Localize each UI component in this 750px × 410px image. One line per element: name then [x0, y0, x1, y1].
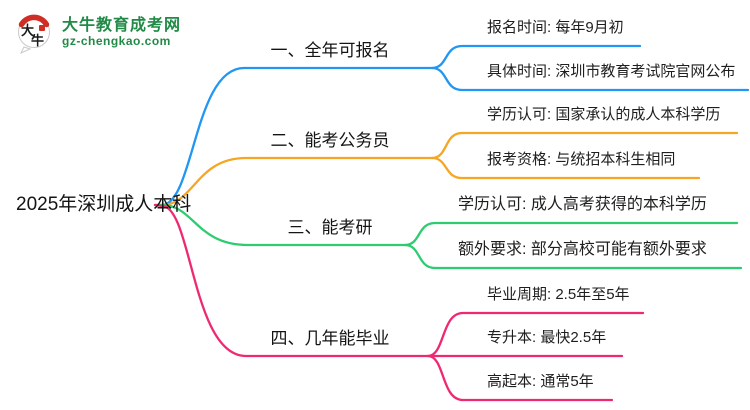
branch-2-trunk-line: [153, 156, 434, 207]
leaf-node-3-1[interactable]: 学历认可: 成人高考获得的本科学历: [458, 196, 707, 213]
leaf-node-1-2[interactable]: 具体时间: 深圳市教育考试院官网公布: [487, 63, 736, 80]
branch-3-arm-up-line: [403, 221, 739, 247]
branch-node-3[interactable]: 三、能考研: [287, 218, 373, 237]
leaf-node-4-3[interactable]: 高起本: 通常5年: [487, 373, 594, 390]
site-logo[interactable]: 大 牛 大牛教育成考网 gz-chengkao.com: [14, 12, 181, 54]
mindmap-root-node[interactable]: 2025年深圳成人本科: [16, 194, 192, 215]
svg-text:大: 大: [21, 23, 34, 38]
branch-node-2[interactable]: 二、能考公务员: [270, 131, 390, 150]
branch-node-4[interactable]: 四、几年能毕业: [270, 329, 390, 348]
branch-1-arm-up-line: [430, 44, 642, 70]
branch-1-arm-down-line: [430, 66, 750, 92]
svg-text:牛: 牛: [31, 33, 44, 48]
leaf-node-4-1[interactable]: 毕业周期: 2.5年至5年: [487, 286, 630, 303]
branch-1-trunk-line: [153, 66, 434, 207]
branch-4-arm-up-line: [426, 311, 645, 358]
branch-2-arm-down-line: [430, 156, 701, 180]
daniu-bubble-logo-icon: 大 牛: [18, 14, 50, 54]
logo-title: 大牛教育成考网: [62, 16, 182, 34]
branch-4-arm-down-line: [426, 354, 614, 402]
logo-text-block: 大牛教育成考网 gz-chengkao.com: [62, 17, 181, 49]
leaf-node-1-1[interactable]: 报名时间: 每年9月初: [487, 19, 624, 36]
leaf-node-4-2[interactable]: 专升本: 最快2.5年: [487, 329, 607, 346]
branch-3-arm-down-line: [403, 243, 743, 270]
branch-2-arm-up-line: [430, 131, 739, 160]
branch-3-trunk-line: [153, 203, 407, 247]
leaf-node-2-1[interactable]: 学历认可: 国家承认的成人本科学历: [487, 106, 721, 123]
logo-url: gz-chengkao.com: [62, 34, 171, 49]
branch-4-trunk-line: [153, 203, 430, 358]
leaf-node-2-2[interactable]: 报考资格: 与统招本科生相同: [487, 151, 676, 168]
leaf-node-3-2[interactable]: 额外要求: 部分高校可能有额外要求: [458, 241, 707, 258]
branch-node-1[interactable]: 一、全年可报名: [270, 41, 390, 60]
